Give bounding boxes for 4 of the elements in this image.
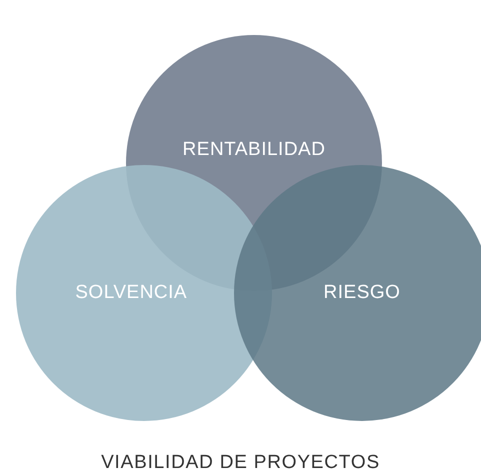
circle-label: RENTABILIDAD xyxy=(182,139,326,162)
diagram-caption: VIABILIDAD DE PROYECTOS xyxy=(101,452,380,473)
circle-label: SOLVENCIA xyxy=(75,282,188,304)
circle-label: RIESGO xyxy=(324,282,400,304)
